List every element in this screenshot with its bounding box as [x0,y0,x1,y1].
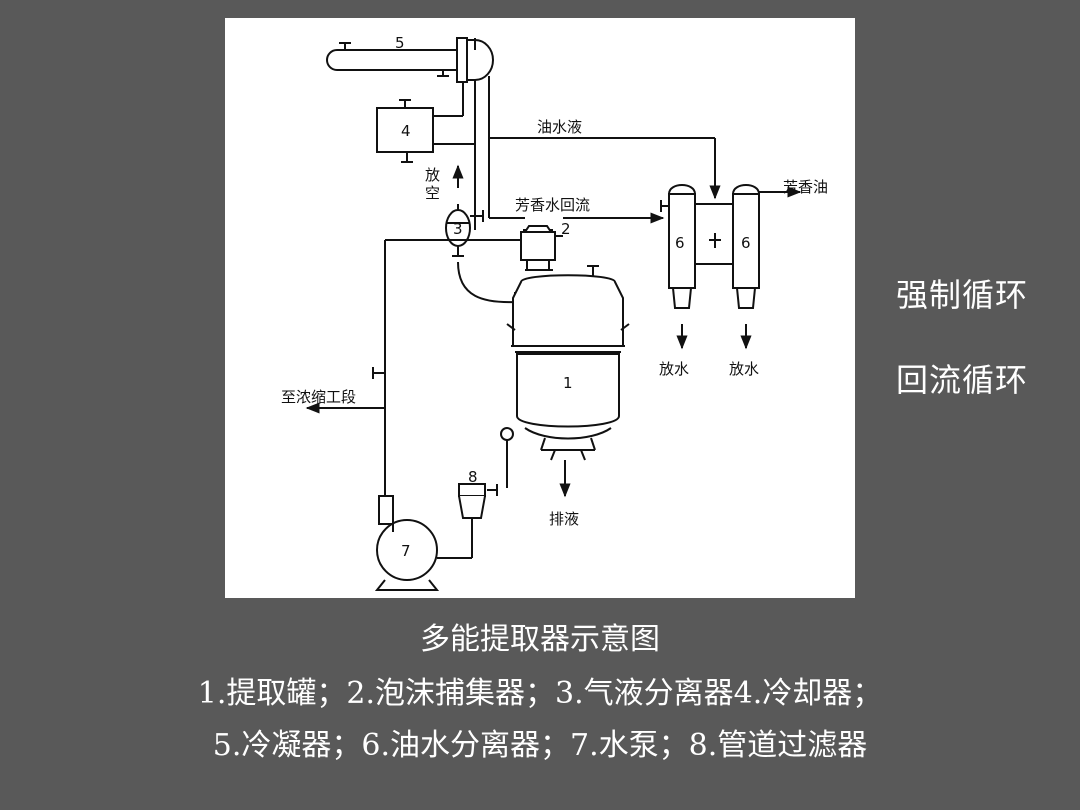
forced-circulation-label: 强制循环 [896,276,1029,314]
cooler-4 [376,82,475,163]
oil-water-separator-6b [731,184,802,350]
pipeline-filter-8 [458,483,498,559]
pump-7 [374,495,467,591]
label-8: 8 [468,468,478,486]
label-to-concentration: 至浓缩工段 [281,388,356,406]
oil-water-separator-6a [660,184,697,350]
label-vent-2: 空 [425,184,440,202]
label-discharge: 排液 [549,510,579,528]
foam-trap-2 [520,225,563,271]
label-aromatic-oil: 芳香油 [783,178,828,196]
reflux-circulation-label: 回流循环 [896,361,1029,399]
label-4: 4 [401,122,411,140]
legend-line-1: 1.提取罐；2.泡沫捕集器；3.气液分离器4.冷却器； [197,676,883,711]
label-6a: 6 [675,234,685,252]
label-fragrant-reflux: 芳香水回流 [515,196,590,214]
extraction-tank-1 [506,265,630,498]
label-5: 5 [395,34,405,52]
extractor-diagram: 5 4 3 2 1 6 6 7 8 油水液 芳香水回流 芳香油 放 空 放水 放… [281,34,828,591]
diagram-panel: 5 4 3 2 1 6 6 7 8 油水液 芳香水回流 芳香油 放 空 放水 放… [225,18,855,598]
condenser-5 [326,37,494,83]
label-3: 3 [453,220,463,238]
label-vent-1: 放 [425,166,440,184]
label-drain-b: 放水 [729,360,759,378]
label-drain-a: 放水 [659,360,689,378]
label-oil-water: 油水液 [537,118,582,136]
legend-line-2: 5.冷凝器；6.油水分离器；7.水泵；8.管道过滤器 [212,728,868,763]
separator-3 [445,204,471,257]
label-7: 7 [401,542,411,560]
figure-title: 多能提取器示意图 [420,622,660,657]
label-2: 2 [561,220,571,238]
label-1: 1 [563,374,573,392]
label-6b: 6 [741,234,751,252]
